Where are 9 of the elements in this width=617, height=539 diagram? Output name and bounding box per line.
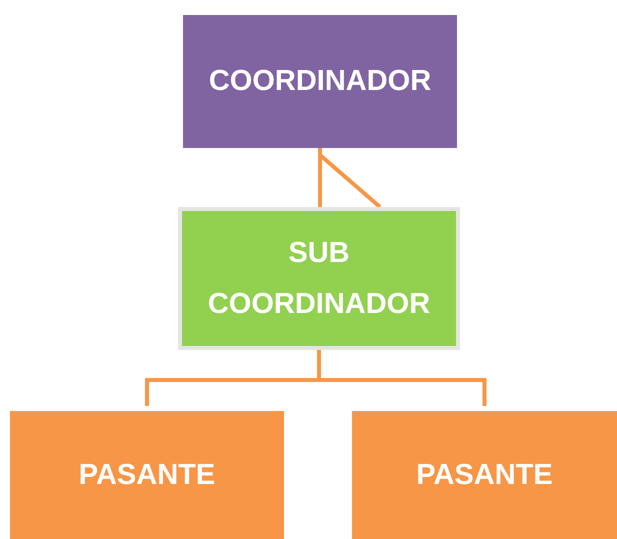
org-chart-box	[183, 15, 457, 148]
org-chart-box	[178, 207, 460, 350]
role-title: COORDINADOR	[208, 64, 432, 100]
connector-line	[318, 146, 382, 209]
role-title: PASANTE	[416, 458, 553, 493]
org-chart-box	[10, 411, 284, 539]
role-title: SUB COORDINADOR	[206, 236, 432, 322]
org-chart-box	[352, 411, 617, 539]
role-title: PASANTE	[78, 458, 216, 493]
